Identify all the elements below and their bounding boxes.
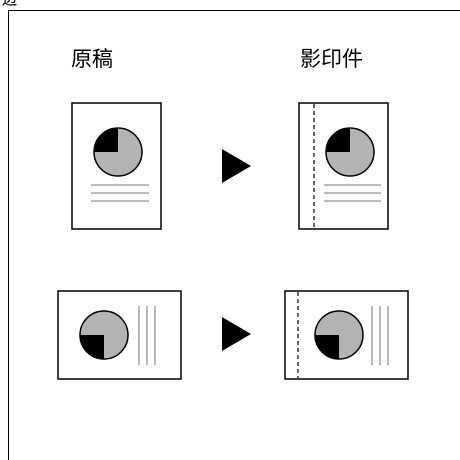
diagram-canvas bbox=[0, 0, 460, 443]
portrait-copy-page bbox=[299, 103, 388, 229]
landscape-copy-page bbox=[285, 291, 408, 379]
play-arrow-icon bbox=[222, 149, 251, 183]
pie-chart-icon bbox=[94, 128, 142, 176]
landscape-original-page bbox=[58, 291, 181, 379]
pie-chart-icon bbox=[315, 311, 363, 359]
play-arrow-icon bbox=[222, 317, 251, 351]
pie-chart-icon bbox=[80, 311, 128, 359]
pie-chart-icon bbox=[326, 128, 374, 176]
portrait-original-page bbox=[72, 103, 161, 229]
